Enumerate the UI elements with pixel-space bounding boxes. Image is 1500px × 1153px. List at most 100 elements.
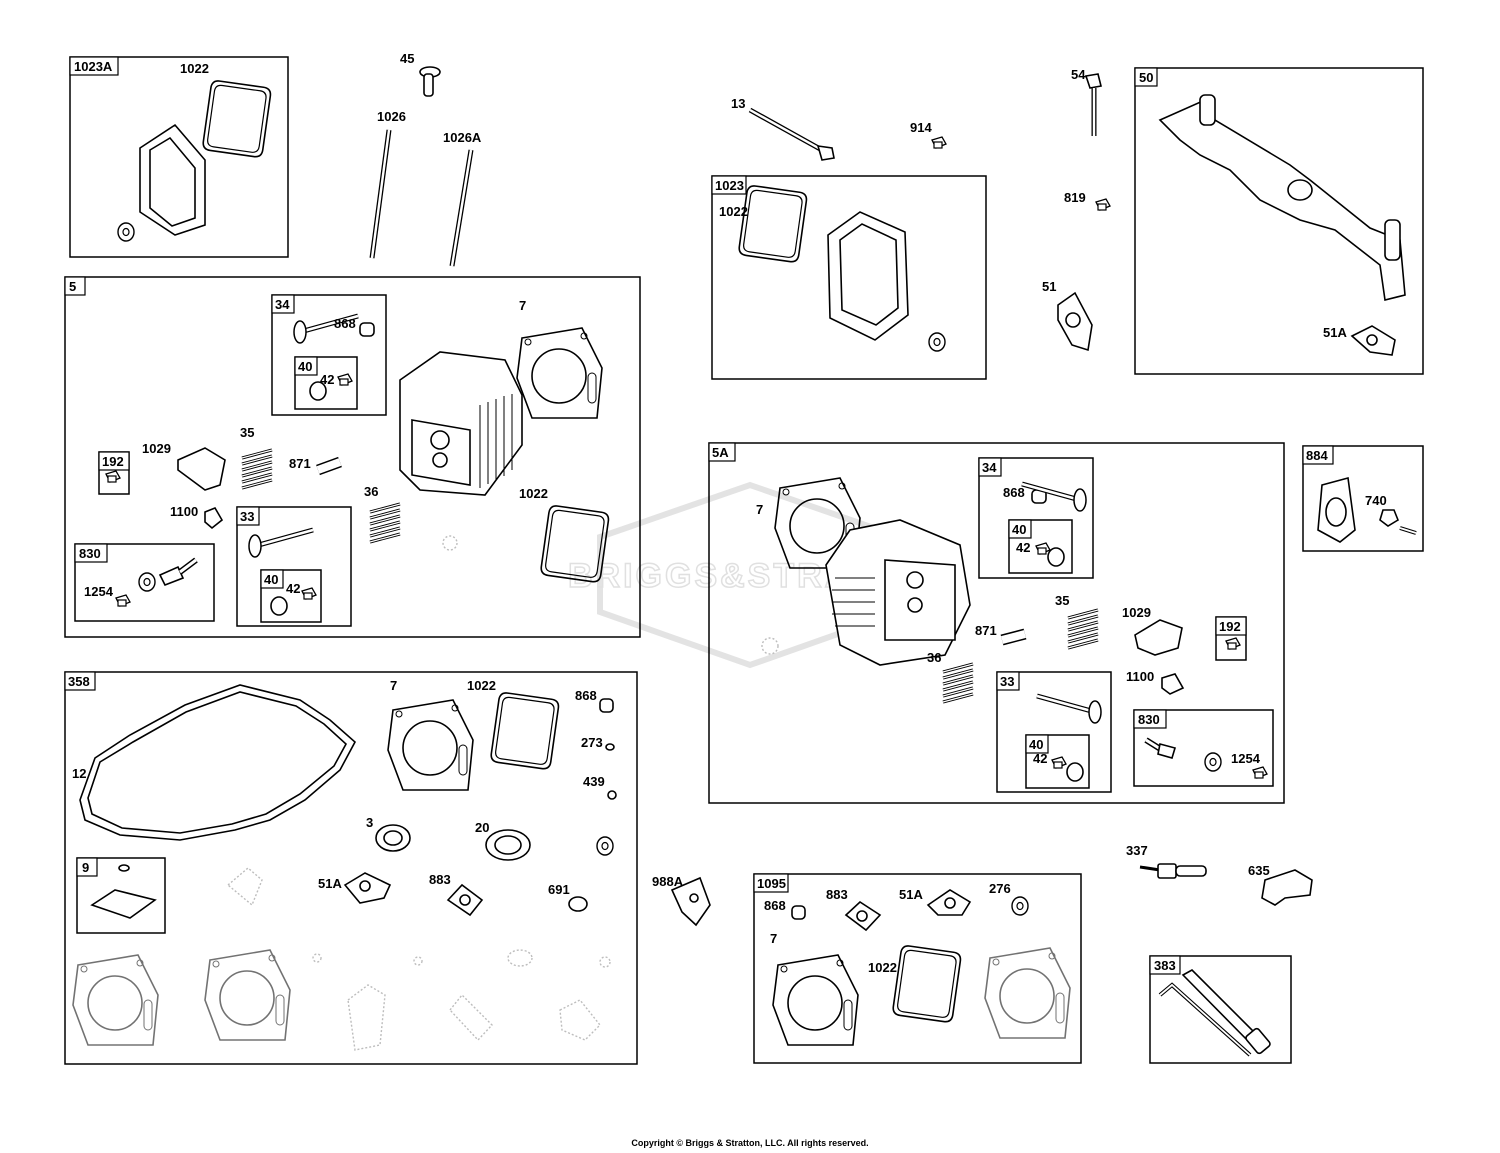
part-label: 42 [1033, 751, 1047, 766]
group-label: 9 [82, 860, 89, 875]
valve [249, 530, 313, 557]
part-label: 51A [899, 887, 923, 902]
part-label: 1254 [1231, 751, 1261, 766]
group-383: 383 [1149, 955, 1292, 1064]
rocker-arm [177, 447, 226, 491]
valve-spring [941, 662, 975, 704]
part-label: 635 [1248, 863, 1270, 878]
group-label: 33 [240, 509, 254, 524]
part-label: 35 [240, 425, 254, 440]
part-label: 868 [575, 688, 597, 703]
part-label: 1100 [170, 504, 198, 519]
part-label: 42 [1016, 540, 1030, 555]
part-label: 868 [764, 898, 786, 913]
part-label: 1029 [1122, 605, 1151, 620]
part-label: 883 [429, 872, 451, 887]
part-label: 868 [1003, 485, 1025, 500]
part-label: 51 [1042, 279, 1056, 294]
part-label: 1022 [868, 960, 897, 975]
head-gasket [984, 947, 1071, 1039]
part-label: 7 [756, 502, 763, 517]
group-50: 50 51A [1134, 67, 1424, 375]
part-label: 7 [770, 931, 777, 946]
group-1023: 13 914 1023 1022 [711, 96, 987, 380]
group-1023A: 1023A 1022 [69, 56, 289, 258]
part-label: 7 [519, 298, 526, 313]
fasteners-right-top: 54 819 51 [1042, 67, 1111, 352]
part-label: 1026 [377, 109, 406, 124]
valve-cover-gasket [891, 944, 963, 1024]
part-label: 51A [1323, 325, 1347, 340]
group-label: 830 [1138, 712, 1160, 727]
group-884: 884 740 [1302, 445, 1424, 552]
part-label: 1022 [719, 204, 748, 219]
part-label: 1100 [1126, 669, 1154, 684]
valve-cover-gasket [737, 184, 809, 264]
part-label: 3 [366, 815, 373, 830]
spark-plug-boot: 635 [1248, 863, 1313, 906]
group-label: 1023 [715, 178, 744, 193]
group-label: 1095 [757, 876, 786, 891]
group-label: 383 [1154, 958, 1176, 973]
group-label: 40 [298, 359, 312, 374]
exhaust-manifold [1158, 98, 1406, 301]
group-label: 192 [1219, 619, 1241, 634]
part-label: 36 [364, 484, 378, 499]
part-label: 868 [334, 316, 356, 331]
part-label: 36 [927, 650, 941, 665]
group-label: 40 [1029, 737, 1043, 752]
group-label: 34 [275, 297, 290, 312]
part-label: 1022 [519, 486, 548, 501]
part-label: 871 [289, 456, 311, 471]
part-label: 1254 [84, 584, 114, 599]
valve [1037, 696, 1101, 723]
head-gasket [387, 699, 474, 791]
part-label: 337 [1126, 843, 1148, 858]
part-label: 273 [581, 735, 603, 750]
part-label: 1029 [142, 441, 171, 456]
group-label: 358 [68, 674, 90, 689]
group-label: 40 [1012, 522, 1026, 537]
part-label: 914 [910, 120, 932, 135]
group-label: 5 [69, 279, 76, 294]
valve-cover-gasket [489, 691, 561, 771]
group-label: 884 [1306, 448, 1328, 463]
part-label: 871 [975, 623, 997, 638]
valve-spring [368, 502, 402, 544]
group-label: 33 [1000, 674, 1014, 689]
valve-spring [1066, 608, 1100, 650]
part-label: 883 [826, 887, 848, 902]
group-358: 358 12 7 1022 868 273 439 3 20 9 51A 883… [64, 671, 638, 1065]
part-label: 439 [583, 774, 605, 789]
push-rods: 45 1026 1026A [369, 51, 482, 267]
part-label: 42 [320, 372, 334, 387]
part-988A: 988A [652, 874, 711, 927]
head-gasket [204, 949, 291, 1041]
group-label: 192 [102, 454, 124, 469]
washer [117, 222, 135, 242]
push-rod [370, 129, 391, 259]
head-gasket [772, 954, 859, 1046]
cylinder-head [399, 351, 523, 496]
head-gasket [72, 954, 159, 1046]
group-5: 5 34 868 40 42 7 192 1029 [64, 276, 641, 638]
push-rod [450, 149, 473, 267]
part-label: 20 [475, 820, 489, 835]
part-label: 13 [731, 96, 745, 111]
bolt [749, 108, 823, 152]
part-label: 276 [989, 881, 1011, 896]
part-label: 1026A [443, 130, 482, 145]
rocker-arm [1134, 619, 1183, 656]
group-5A: 5A 7 34 868 40 42 35 1029 [708, 442, 1285, 804]
group-label: 40 [264, 572, 278, 587]
part-label: 35 [1055, 593, 1069, 608]
part-label: 1022 [467, 678, 496, 693]
group-label: 830 [79, 546, 101, 561]
watermark-text: BRIGGS&STRA [568, 557, 852, 595]
group-1095: 1095 868 883 51A 276 7 1022 [753, 873, 1082, 1064]
group-label: 50 [1139, 70, 1153, 85]
part-label: 1022 [180, 61, 209, 76]
spark-plug: 337 [1126, 843, 1207, 879]
part-label: 7 [390, 678, 397, 693]
